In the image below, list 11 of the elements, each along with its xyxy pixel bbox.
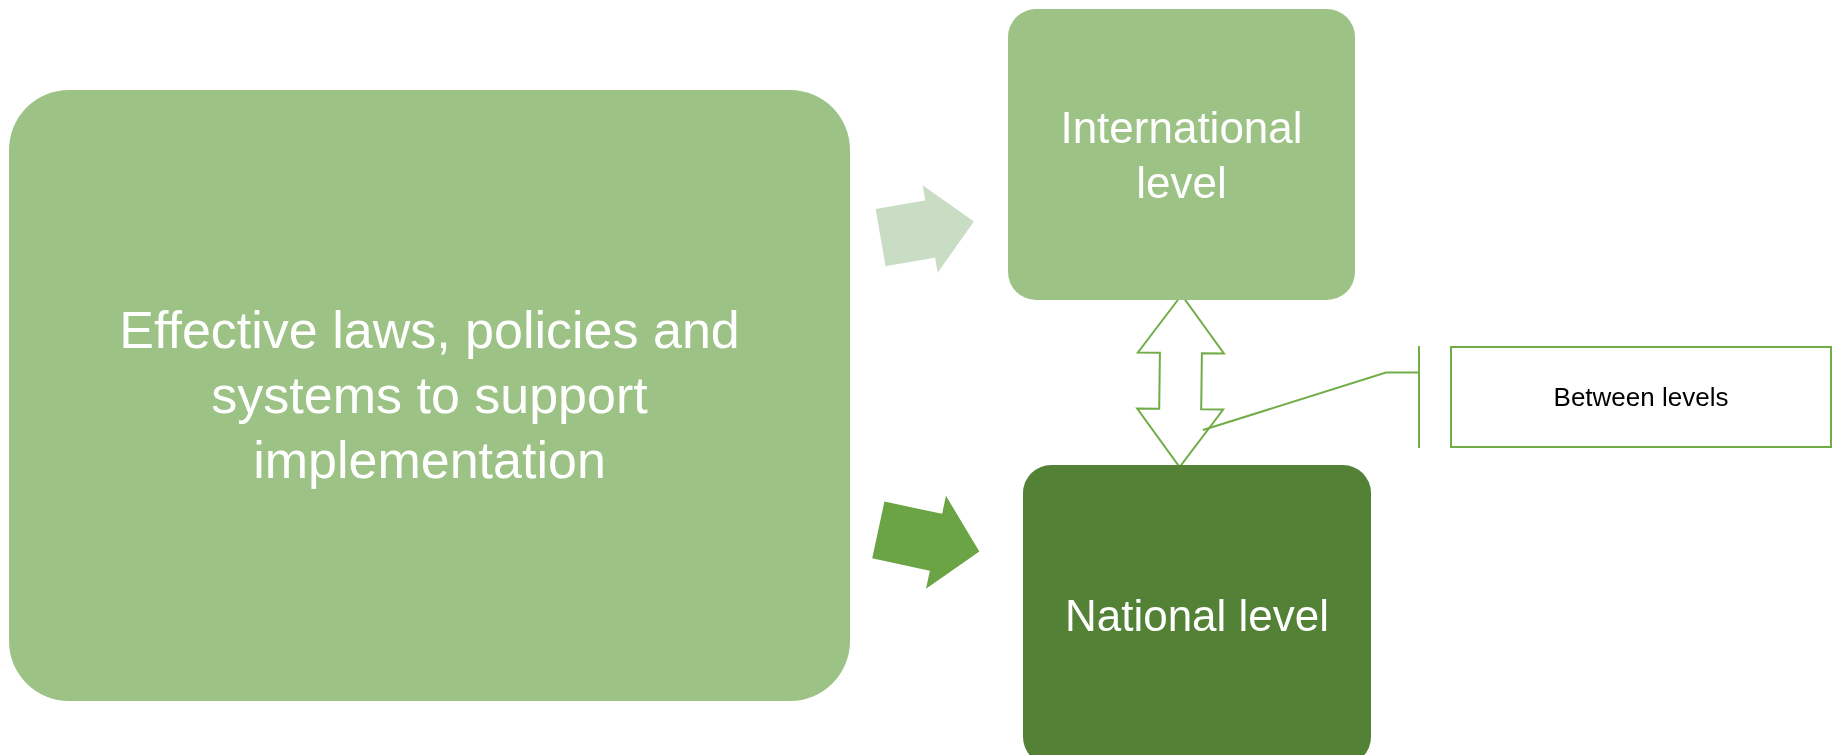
- box-label: Effective laws, policies and systems to support implementation: [118, 300, 741, 491]
- leader-line: [1202, 371, 1420, 431]
- box-label: International level: [1059, 101, 1304, 209]
- process-box: [9, 90, 850, 701]
- box-label: Between levels: [1553, 380, 1729, 414]
- callout-box: [1450, 346, 1832, 448]
- box-label: National level: [1064, 589, 1330, 642]
- process-box: [1008, 9, 1355, 300]
- process-box: [1023, 465, 1371, 755]
- block-arrow: [875, 185, 974, 273]
- block-arrow: [872, 495, 980, 589]
